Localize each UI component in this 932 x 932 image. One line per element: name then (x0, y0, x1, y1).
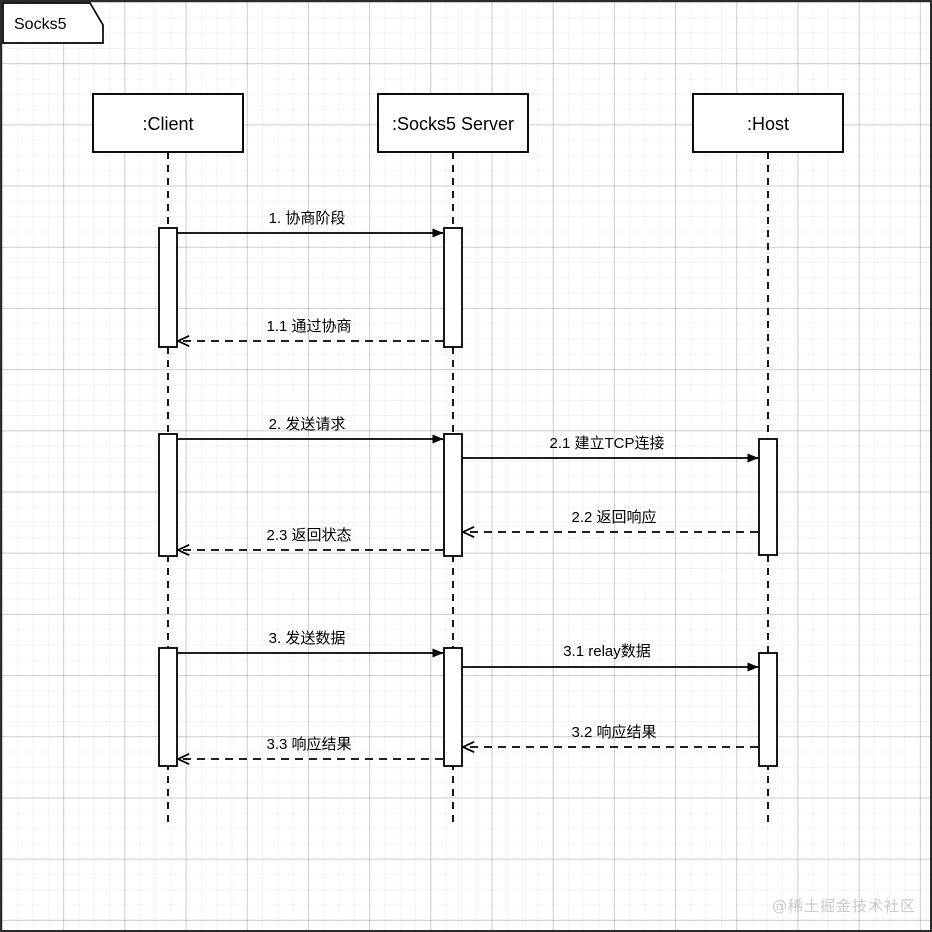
message-label-2-2: 2.2 返回响应 (571, 508, 656, 526)
activation-bar-server-1[interactable] (443, 227, 463, 348)
message-2-3[interactable]: 2.3 返回状态 (178, 527, 443, 550)
activation-bar-server-3[interactable] (443, 647, 463, 767)
message-2-2[interactable]: 2.2 返回响应 (463, 508, 758, 532)
message-1[interactable]: 1. 协商阶段 (177, 210, 444, 238)
participant-box-client[interactable] (92, 93, 244, 153)
activation-bar-host-2[interactable] (758, 438, 778, 556)
activation-bars-group (158, 227, 778, 767)
activation-bar-client-1[interactable] (158, 227, 178, 348)
frame-tab-shape (2, 2, 104, 44)
participant-server[interactable]: :Socks5 Server (377, 93, 529, 153)
message-3-3[interactable]: 3.3 响应结果 (178, 735, 443, 759)
participant-label-server: :Socks5 Server (392, 114, 514, 134)
message-2-1[interactable]: 2.1 建立TCP连接 (462, 435, 759, 463)
participant-label-host: :Host (747, 114, 789, 134)
message-label-3-2: 3.2 响应结果 (571, 723, 656, 741)
message-label-3-1: 3.1 relay数据 (563, 643, 651, 660)
participant-box-host[interactable] (692, 93, 844, 153)
watermark-text: @稀土掘金技术社区 (771, 897, 916, 915)
message-3[interactable]: 3. 发送数据 (177, 630, 444, 658)
message-3-2[interactable]: 3.2 响应结果 (463, 723, 758, 747)
message-label-1-1: 1.1 通过协商 (266, 318, 351, 335)
message-1-1[interactable]: 1.1 通过协商 (178, 318, 443, 341)
message-label-1: 1. 协商阶段 (269, 210, 346, 227)
activation-bar-server-2[interactable] (443, 433, 463, 557)
message-label-2: 2. 发送请求 (269, 416, 346, 433)
message-label-2-3: 2.3 返回状态 (266, 527, 351, 544)
activation-bar-client-2[interactable] (158, 433, 178, 557)
frame-label-text: Socks5 (14, 16, 67, 33)
participant-box-server[interactable] (377, 93, 529, 153)
activation-bar-client-3[interactable] (158, 647, 178, 767)
participant-host[interactable]: :Host (692, 93, 844, 153)
participant-client[interactable]: :Client (92, 93, 244, 153)
lifelines-group (167, 152, 769, 824)
frame-label-tab: Socks5 (2, 2, 104, 44)
message-label-3-3: 3.3 响应结果 (266, 735, 351, 753)
message-3-1[interactable]: 3.1 relay数据 (462, 643, 759, 672)
message-label-3: 3. 发送数据 (269, 630, 346, 647)
activation-bar-host-3[interactable] (758, 652, 778, 767)
message-label-2-1: 2.1 建立TCP连接 (549, 435, 664, 452)
message-2[interactable]: 2. 发送请求 (177, 416, 444, 444)
participant-label-client: :Client (142, 114, 193, 134)
